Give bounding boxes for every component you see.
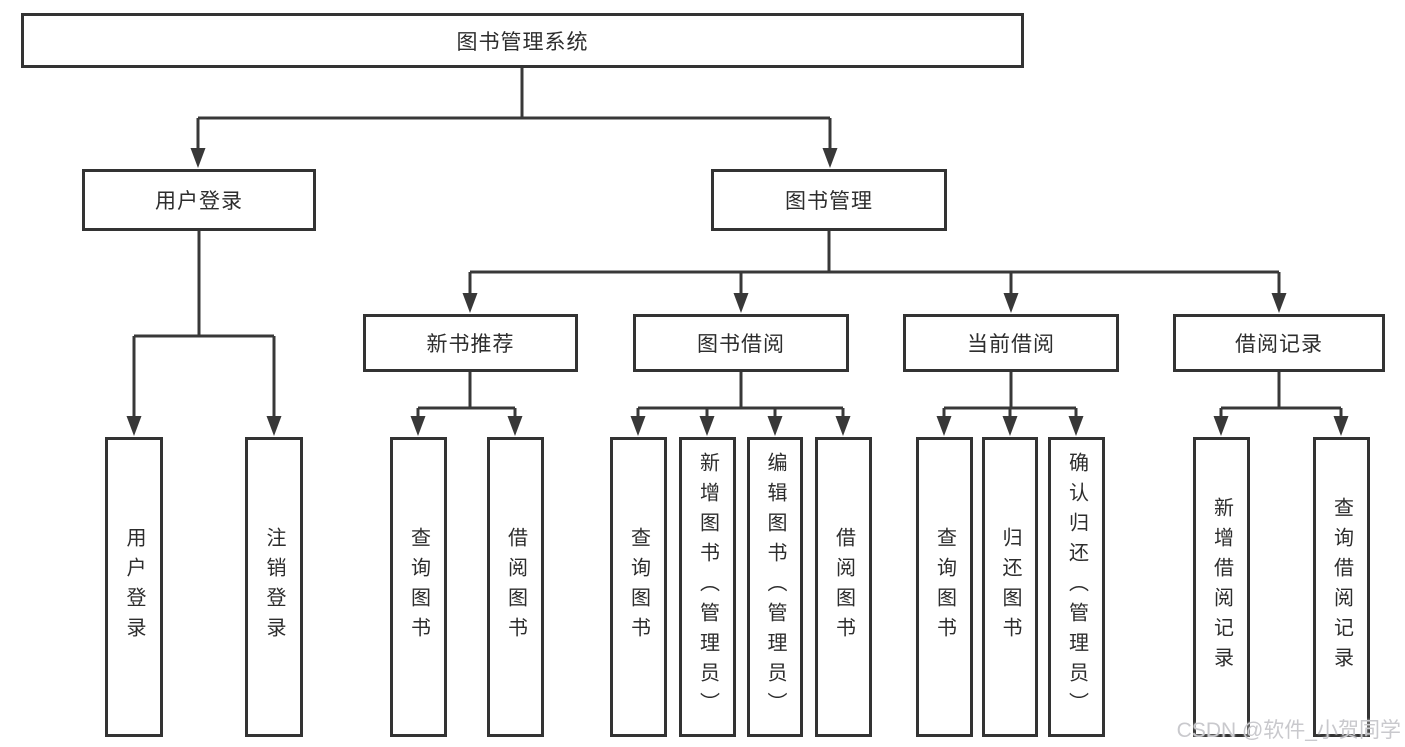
- leaf-user-login: 用户登录: [105, 437, 163, 737]
- leaf-query-book: 查询图书: [610, 437, 667, 737]
- leaf-edit-book-admin: 编辑图书（管理员）: [747, 437, 803, 737]
- leaf-query-book: 查询图书: [390, 437, 447, 737]
- leaf-query-borrow-record-label: 查询借阅记录: [1330, 497, 1353, 677]
- node-user-login-label: 用户登录: [155, 190, 243, 213]
- leaf-query-book-label: 查询图书: [627, 527, 650, 647]
- leaf-user-login-label: 用户登录: [123, 527, 145, 647]
- leaf-borrow-book: 借阅图书: [487, 437, 544, 737]
- leaf-confirm-return-admin-label: 确认归还（管理员）: [1065, 452, 1088, 722]
- node-borrow-record-label: 借阅记录: [1235, 333, 1323, 356]
- node-root-label: 图书管理系统: [456, 30, 589, 54]
- leaf-add-book-admin: 新增图书（管理员）: [679, 437, 736, 737]
- node-current-borrow: 当前借阅: [903, 314, 1119, 372]
- node-borrow-record: 借阅记录: [1173, 314, 1385, 372]
- node-current-borrow-label: 当前借阅: [967, 333, 1055, 356]
- leaf-query-borrow-record: 查询借阅记录: [1313, 437, 1370, 737]
- node-book-borrow-label: 图书借阅: [697, 333, 785, 356]
- node-book-mgmt: 图书管理: [711, 169, 947, 231]
- leaf-add-borrow-record: 新增借阅记录: [1193, 437, 1250, 737]
- node-book-mgmt-label: 图书管理: [785, 190, 873, 213]
- node-book-borrow: 图书借阅: [633, 314, 849, 372]
- leaf-query-book-label: 查询图书: [933, 527, 956, 647]
- leaf-confirm-return-admin: 确认归还（管理员）: [1048, 437, 1105, 737]
- csdn-watermark: CSDN @软件_小贺同学: [1176, 719, 1401, 742]
- arrowheads: [126, 148, 1349, 436]
- leaf-add-borrow-record-label: 新增借阅记录: [1210, 497, 1233, 677]
- leaf-borrow-book-label: 借阅图书: [504, 527, 527, 647]
- leaf-query-book: 查询图书: [916, 437, 973, 737]
- leaf-edit-book-admin-label: 编辑图书（管理员）: [764, 452, 786, 722]
- node-user-login: 用户登录: [82, 169, 316, 231]
- node-new-book-rec: 新书推荐: [363, 314, 578, 372]
- leaf-query-book-label: 查询图书: [407, 527, 430, 647]
- leaf-return-book: 归还图书: [982, 437, 1038, 737]
- node-root: 图书管理系统: [21, 13, 1024, 68]
- leaf-return-book-label: 归还图书: [999, 527, 1021, 647]
- leaf-logout: 注销登录: [245, 437, 303, 737]
- leaf-borrow-book: 借阅图书: [815, 437, 872, 737]
- leaf-borrow-book-label: 借阅图书: [832, 527, 855, 647]
- node-new-book-rec-label: 新书推荐: [426, 333, 515, 356]
- leaf-logout-label: 注销登录: [263, 527, 285, 647]
- leaf-add-book-admin-label: 新增图书（管理员）: [696, 452, 719, 722]
